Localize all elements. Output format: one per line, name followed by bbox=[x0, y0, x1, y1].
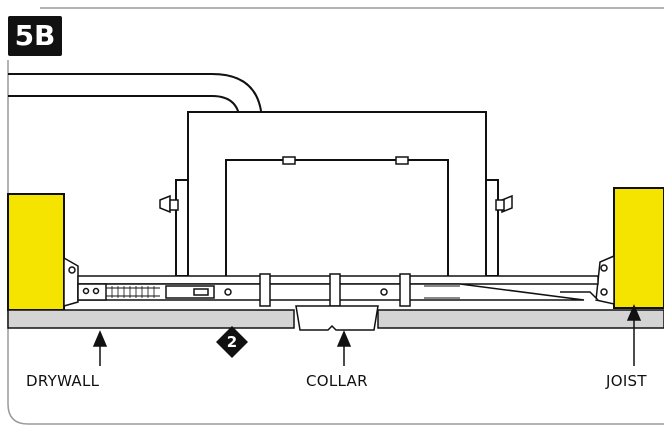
callout-arrow-drywall bbox=[92, 330, 108, 366]
drywall-left bbox=[7, 309, 295, 329]
collar-brackets bbox=[259, 273, 411, 307]
label-joist: JOIST bbox=[606, 372, 647, 390]
joist-clamp-left bbox=[63, 256, 79, 307]
fan-housing bbox=[187, 111, 487, 283]
joist-clamp-right bbox=[595, 254, 615, 305]
step-badge: 5B bbox=[8, 16, 62, 56]
callout-arrow-collar bbox=[336, 330, 352, 366]
label-drywall: DRYWALL bbox=[26, 372, 100, 390]
joist-right bbox=[613, 187, 664, 309]
wing-nut-icon bbox=[495, 194, 513, 214]
drywall-right bbox=[377, 309, 664, 329]
housing-tabs bbox=[282, 156, 409, 165]
wing-nut-icon bbox=[159, 194, 179, 214]
callout-arrow-joist bbox=[626, 304, 642, 366]
joist-left bbox=[7, 193, 65, 311]
step-marker-number: 2 bbox=[226, 333, 238, 351]
collar bbox=[295, 305, 379, 331]
diagram-frame bbox=[7, 7, 664, 425]
step-marker-diamond bbox=[216, 326, 248, 358]
label-collar: COLLAR bbox=[306, 372, 368, 390]
